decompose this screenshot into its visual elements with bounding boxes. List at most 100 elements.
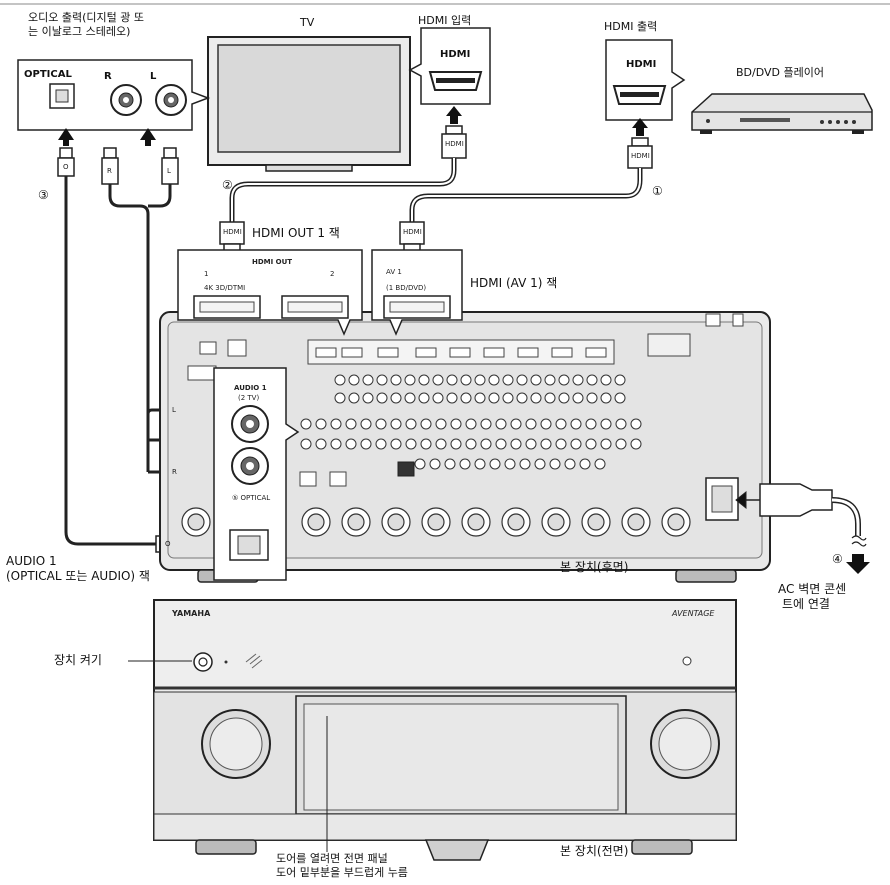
rear-rca-jack: [348, 374, 360, 386]
bd-player-label: BD/DVD 플레이어: [736, 66, 824, 79]
rear-rca-jack: [615, 438, 627, 450]
aventage-logo: AVENTAGE: [672, 609, 715, 618]
rear-rca-jack: [390, 374, 402, 386]
av1-panel-title: AV 1: [386, 268, 402, 276]
step-4-marker: ④: [832, 552, 843, 566]
rear-rca-jack: [534, 458, 546, 470]
rear-xlr-jack-inner: [347, 513, 365, 531]
hdmi-out1-jack-label: HDMI OUT 1 잭: [252, 226, 340, 240]
rear-rca-jack: [390, 418, 402, 430]
hdmi-input-callout: [408, 27, 491, 105]
rear-rca-jack: [345, 438, 357, 450]
audio-output-callout: [17, 59, 211, 131]
rear-xlr-jack-inner: [667, 513, 685, 531]
rear-xlr-jack-inner: [307, 513, 325, 531]
rear-rca-jack: [362, 392, 374, 404]
rear-rca-jack: [360, 418, 372, 430]
rear-rca-jack: [330, 438, 342, 450]
rear-rca-jack: [530, 392, 542, 404]
rear-rca-jack: [530, 374, 542, 386]
rear-rca-jack: [519, 458, 531, 470]
rear-rca-jack: [375, 418, 387, 430]
rear-rca-jack: [480, 438, 492, 450]
hdmi-plug-label-out: HDMI: [223, 228, 242, 236]
rear-rca-jack: [504, 458, 516, 470]
rear-xlr-jack-inner: [507, 513, 525, 531]
audio1-panel-title: AUDIO 1: [234, 384, 267, 392]
audio1-panel: [213, 367, 300, 581]
rear-rca-jack: [330, 418, 342, 430]
rear-rca-jack: [446, 374, 458, 386]
rear-xlr-jack-inner: [387, 513, 405, 531]
rear-rca-jack: [459, 458, 471, 470]
rear-rca-jack: [360, 438, 372, 450]
rear-rca-jack: [376, 374, 388, 386]
rear-rca-jack: [429, 458, 441, 470]
rear-rca-jack: [544, 374, 556, 386]
audio1-jack-label-1: AUDIO 1: [6, 554, 57, 568]
rear-rca-jack: [558, 374, 570, 386]
audio-output-label-2: 는 이날로그 스테레오): [28, 25, 131, 38]
rear-rca-jack: [405, 438, 417, 450]
rear-rca-jack: [544, 392, 556, 404]
rear-rca-jack: [600, 392, 612, 404]
rear-rca-jack: [564, 458, 576, 470]
rear-rca-jack: [435, 438, 447, 450]
rear-rca-jack: [488, 374, 500, 386]
rear-xlr-jack-inner: [587, 513, 605, 531]
rca-plug-r-rear-label: R: [172, 468, 177, 476]
rear-rca-jack: [435, 418, 447, 430]
hdmi-out-2: 2: [330, 270, 335, 278]
rear-rca-jack: [480, 418, 492, 430]
rear-rca-jack: [444, 458, 456, 470]
rear-xlr-jack-inner: [427, 513, 445, 531]
rear-rca-jack: [586, 392, 598, 404]
rear-rca-jack: [594, 458, 606, 470]
rear-rca-jack: [495, 418, 507, 430]
rear-rca-jack: [405, 418, 417, 430]
rear-rca-jack: [420, 438, 432, 450]
rear-rca-jack: [502, 392, 514, 404]
audio-output-label-1: 오디오 출력(디지털 광 또: [28, 11, 144, 24]
rear-rca-jack: [362, 374, 374, 386]
hdmi-output-callout: [605, 39, 686, 121]
rear-rca-jack: [488, 392, 500, 404]
rear-rca-jack: [585, 438, 597, 450]
rear-rca-jack: [334, 392, 346, 404]
rear-rca-jack: [615, 418, 627, 430]
hdmi-plug-label-tv: HDMI: [445, 140, 464, 148]
hdmi-plug-label-bd: HDMI: [631, 152, 650, 160]
rear-rca-jack: [390, 438, 402, 450]
rca-plug-l-label: L: [167, 167, 171, 175]
hdmi-out-panel: [177, 249, 363, 336]
optical-label: OPTICAL: [24, 69, 72, 80]
hdmi-out-panel-title: HDMI OUT: [252, 258, 293, 266]
rear-rca-jack: [474, 392, 486, 404]
hdmi-output-label: HDMI 출력: [604, 20, 658, 33]
rear-rca-jack: [376, 392, 388, 404]
door-note-2: 도어 밑부분을 부드럽게 누름: [276, 866, 408, 879]
hdmi-input-label: HDMI 입력: [418, 14, 472, 27]
step-3-marker: ③: [38, 188, 49, 202]
rear-rca-jack: [525, 438, 537, 450]
hdmi-out-sub: 4K 3D/DTMI: [204, 284, 246, 292]
main-unit-rear-label: 본 장치(후면): [560, 560, 629, 574]
av1-panel: [371, 249, 463, 336]
rear-rca-jack: [549, 458, 561, 470]
rear-rca-jack: [334, 374, 346, 386]
rear-rca-jack: [495, 438, 507, 450]
rear-rca-jack: [516, 374, 528, 386]
rear-rca-jack: [630, 418, 642, 430]
rear-rca-jack: [450, 418, 462, 430]
rear-rca-jack: [465, 418, 477, 430]
rear-rca-jack: [586, 374, 598, 386]
rear-rca-jack: [450, 438, 462, 450]
audio1-panel-sub: (2 TV): [238, 394, 260, 402]
rear-rca-jack: [418, 374, 430, 386]
rear-rca-jack: [558, 392, 570, 404]
ac-outlet-label-2: 트에 연결: [782, 597, 830, 611]
main-unit-front-label: 본 장치(전면): [560, 844, 629, 858]
hdmi-out-1: 1: [204, 270, 209, 278]
rear-rca-jack: [489, 458, 501, 470]
